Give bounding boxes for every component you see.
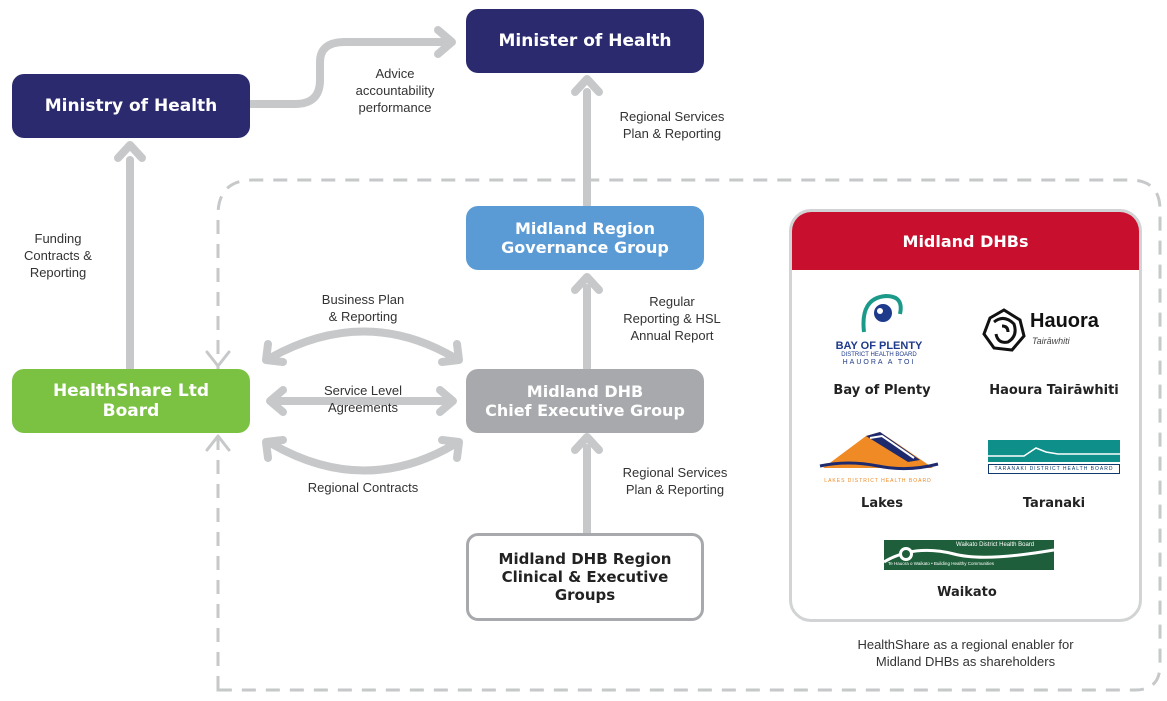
- healthshare-line-1: HealthShare Ltd: [52, 380, 210, 401]
- clinical-line-2: Clinical & Executive: [501, 568, 669, 586]
- business-plan-label: Business Plan & Reporting: [298, 292, 428, 326]
- dashed-arrowhead-down: [205, 350, 231, 368]
- arrowhead-sla-right: [436, 386, 457, 416]
- midland-dhbs-header: Midland DHBs: [792, 212, 1139, 270]
- hauora-tairawhiti-logo: Hauora Tairāwhiti: [982, 306, 1122, 362]
- lakes-name: Lakes: [861, 496, 903, 511]
- sla-line-2: Agreements: [327, 399, 399, 415]
- clinical-line-1: Midland DHB Region: [498, 550, 672, 568]
- rsp-bottom-line-1: Regional Services: [622, 465, 728, 480]
- rsp-bottom-line-2: Plan & Reporting: [625, 481, 725, 497]
- caption-line-1: HealthShare as a regional enabler for: [857, 637, 1074, 652]
- ministry-of-health-label: Ministry of Health: [44, 95, 218, 116]
- regional-services-bottom-label: Regional Services Plan & Reporting: [600, 465, 750, 499]
- lakes-logo: LAKES DISTRICT HEALTH BOARD: [808, 424, 948, 484]
- governance-line-2: Governance Group: [501, 238, 669, 257]
- taranaki-wave: [988, 447, 1120, 457]
- business-plan-connector: [266, 327, 459, 362]
- ceg-line-2: Chief Executive Group: [485, 401, 685, 420]
- arrowhead-ceg-up: [571, 433, 603, 454]
- funding-line-1: Funding: [34, 231, 82, 246]
- arrowhead-business-left: [262, 340, 287, 366]
- funding-line-2: Contracts &: [24, 247, 92, 263]
- regional-contracts-text: Regional Contracts: [307, 480, 419, 495]
- arrowhead-sla-left: [266, 386, 287, 416]
- waikato-logo: Waikato District Health Board Te Hauora …: [883, 540, 1055, 570]
- chief-executive-group-node: Midland DHB Chief Executive Group: [466, 369, 704, 433]
- governance-line-1: Midland Region: [514, 218, 656, 238]
- regular-line-1: Regular: [649, 294, 695, 309]
- service-level-label: Service Level Agreements: [298, 383, 428, 417]
- panel-caption: HealthShare as a regional enabler for Mi…: [789, 637, 1142, 671]
- taranaki-logo: TARANAKI DISTRICT HEALTH BOARD: [988, 440, 1120, 476]
- business-line-2: & Reporting: [328, 308, 398, 324]
- waikato-emblem: [883, 540, 1055, 570]
- arrowhead-contracts-right: [438, 436, 463, 462]
- hauora-emblem: [982, 308, 1026, 352]
- dashed-arrowhead-up: [205, 434, 231, 452]
- rsp-top-line-2: Plan & Reporting: [622, 125, 722, 141]
- funding-line-3: Reporting: [29, 264, 87, 280]
- bay-of-plenty-logo: BAY OF PLENTY DISTRICT HEALTH BOARD HAUO…: [824, 288, 934, 376]
- hauora-logo-word: Hauora: [1030, 310, 1099, 332]
- governance-group-node: Midland Region Governance Group: [466, 206, 704, 270]
- bop-logo-line-1: BAY OF PLENTY: [835, 340, 923, 352]
- sla-line-1: Service Level: [323, 383, 403, 398]
- regular-line-3: Annual Report: [630, 327, 714, 343]
- taranaki-logo-text: TARANAKI DISTRICT HEALTH BOARD: [988, 464, 1120, 474]
- ministry-to-minister-connector: [246, 38, 454, 108]
- regional-contracts-label: Regional Contracts: [278, 480, 448, 497]
- funding-label: Funding Contracts & Reporting: [14, 231, 102, 282]
- arrowhead-ministry-up: [114, 141, 146, 162]
- advice-line-2: accountability: [355, 82, 435, 98]
- hauora-tairawhiti-name: Haoura Tairāwhiti: [989, 383, 1119, 398]
- arrowhead-business-right: [438, 340, 463, 366]
- rsp-top-line-1: Regional Services: [619, 109, 725, 124]
- bay-of-plenty-name: Bay of Plenty: [833, 383, 931, 398]
- advice-line-3: performance: [358, 99, 432, 115]
- advice-label: Advice accountability performance: [340, 66, 450, 117]
- advice-line-1: Advice: [375, 66, 415, 81]
- business-line-1: Business Plan: [321, 292, 405, 307]
- caption-line-2: Midland DHBs as shareholders: [875, 653, 1056, 669]
- regional-services-top-label: Regional Services Plan & Reporting: [597, 109, 747, 143]
- midland-dhbs-title: Midland DHBs: [902, 231, 1029, 251]
- minister-of-health-node: Minister of Health: [466, 9, 704, 73]
- ceg-line-1: Midland DHB: [526, 381, 644, 401]
- waikato-logo-line-1: Waikato District Health Board: [956, 542, 1035, 548]
- midland-region-boundary: [216, 178, 1162, 692]
- waikato-logo-line-2: Te Hauora o Waikato • Building Healthy C…: [888, 561, 994, 566]
- lakes-emblem: [819, 432, 939, 471]
- arrowhead-governance-up: [571, 273, 603, 294]
- clinical-line-3: Groups: [554, 586, 616, 604]
- hauora-logo-subword: Tairāwhiti: [1032, 336, 1070, 346]
- bop-logo-line-2: DISTRICT HEALTH BOARD: [841, 352, 917, 358]
- waikato-name: Waikato: [937, 585, 997, 600]
- arrowhead-contracts-left: [262, 436, 287, 462]
- regular-reporting-label: Regular Reporting & HSL Annual Report: [602, 294, 742, 345]
- bay-of-plenty-emblem: [861, 293, 903, 333]
- regular-line-2: Reporting & HSL: [623, 310, 721, 326]
- midland-dhbs-panel: Midland DHBs BAY OF PLENTY DISTRICT HEAL…: [789, 209, 1142, 622]
- arrowhead-minister-left: [434, 26, 456, 58]
- ministry-of-health-node: Ministry of Health: [12, 74, 250, 138]
- healthshare-board-node: HealthShare Ltd Board: [12, 369, 250, 433]
- taranaki-name: Taranaki: [1022, 496, 1086, 511]
- healthshare-line-2: Board: [102, 401, 160, 421]
- minister-of-health-label: Minister of Health: [498, 30, 672, 51]
- taranaki-band: [988, 440, 1120, 462]
- lakes-logo-text: LAKES DISTRICT HEALTH BOARD: [824, 478, 932, 484]
- regional-contracts-connector: [268, 440, 459, 475]
- clinical-executive-groups-node: Midland DHB Region Clinical & Executive …: [466, 533, 704, 621]
- bop-logo-line-3: HAUORA A TOI: [842, 359, 916, 367]
- arrowhead-minister-up: [571, 75, 603, 96]
